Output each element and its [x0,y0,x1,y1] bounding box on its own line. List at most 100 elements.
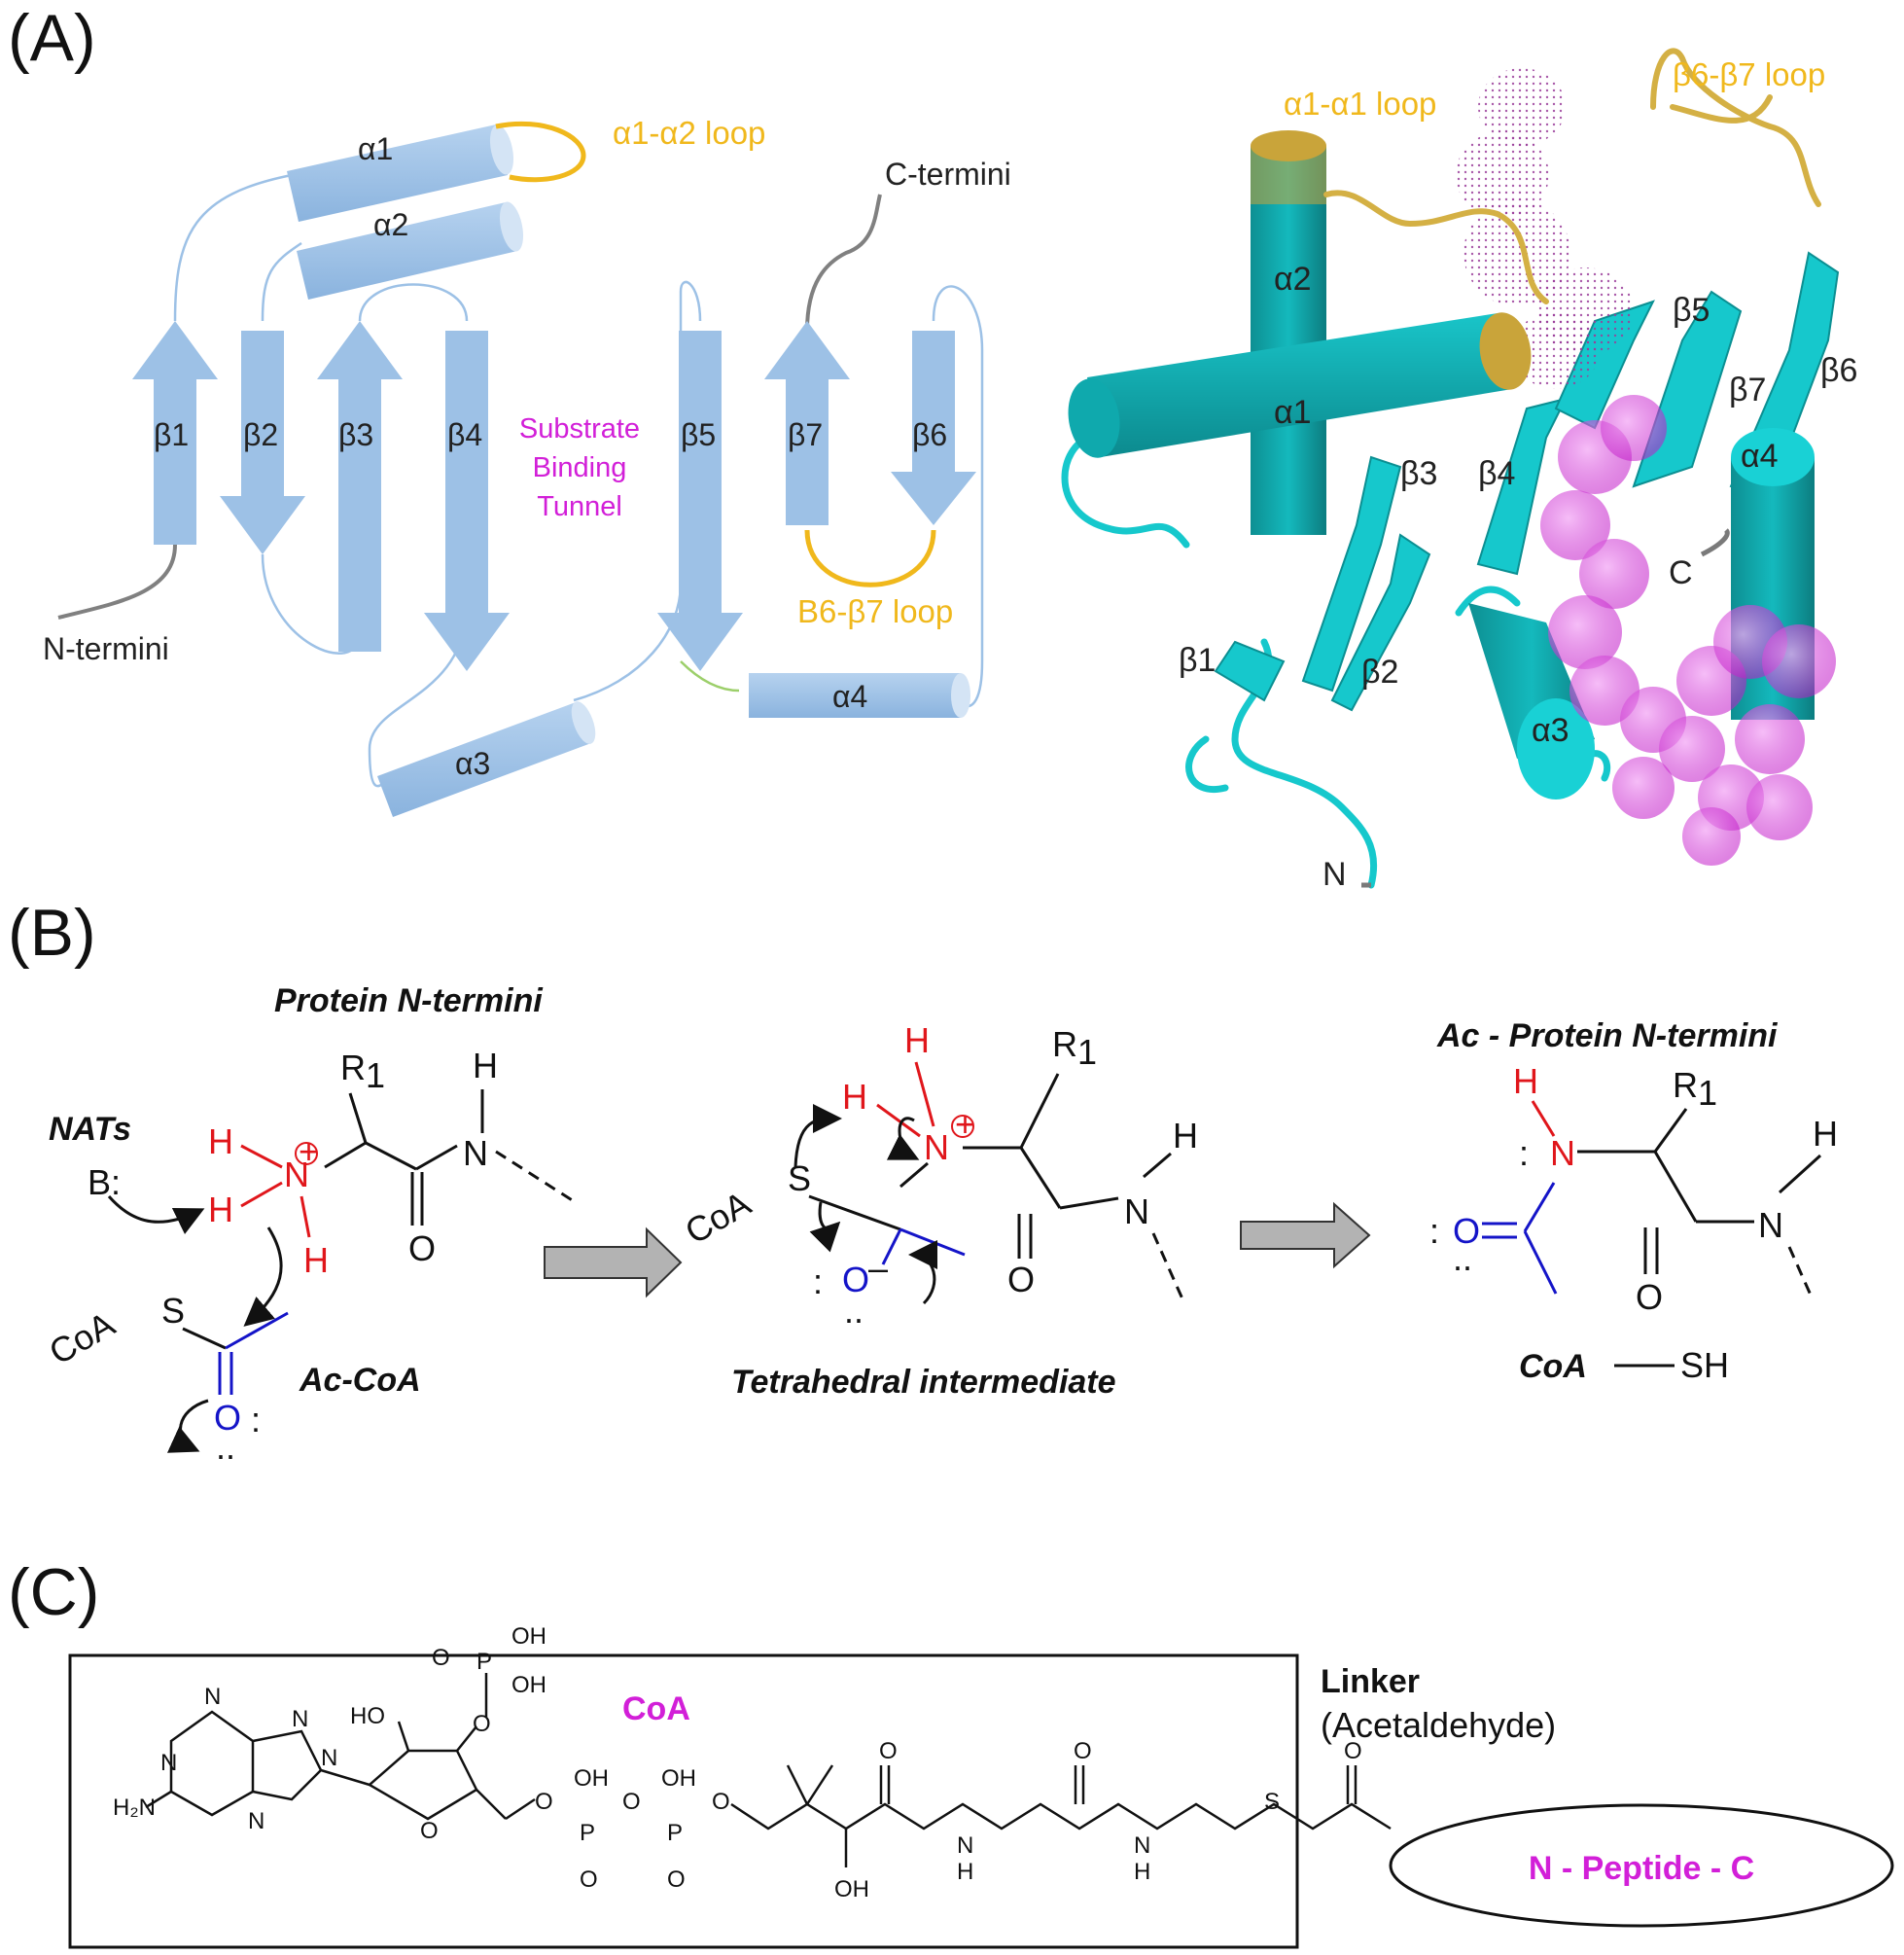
atom-coa-left: CoA [43,1303,122,1372]
helix-a4: α4 [749,673,970,718]
atom-r1: R [340,1048,366,1087]
atom-n-ac-amide: N [1758,1205,1783,1245]
c-atom-n4: N [248,1808,264,1834]
panel-label-a: (A) [8,1,96,75]
atom-s-tet: S [788,1158,811,1198]
protein-structure-cartoon: α1-α1 loop β6-β7 loop α2 α1 β3 β4 β5 β7 … [1061,48,1857,893]
c-atom-o-ribose-p: O [473,1711,491,1737]
atom-h-tet-2: H [842,1077,867,1117]
c-atom-o-p2: O [667,1866,686,1893]
atom-h-ac: H [1513,1061,1538,1101]
label-ac-coa: Ac-CoA [299,1362,421,1399]
atom-o-tet-amide: O [1007,1260,1035,1299]
c-atom-n-amide2: N [1134,1832,1150,1859]
strand-b6 [891,331,976,525]
coa-box [68,1653,1299,1949]
svg-text:+: + [299,1131,319,1171]
helix-a2: α2 [297,201,524,300]
atom-s-left: S [161,1291,185,1331]
c-atom-oh-pant: OH [834,1876,869,1902]
cartoon-helix-a1 [1068,312,1532,458]
helix-a3: α3 [377,701,596,817]
svg-text:..: .. [1453,1238,1472,1278]
struct-label-b6: β6 [1820,352,1857,389]
strand-b5 [657,331,743,671]
c-atom-oh-p1: OH [574,1765,609,1792]
c-atom-p3: P [476,1649,492,1675]
tunnel-label-3: Tunnel [537,491,622,522]
svg-text:+: + [955,1104,975,1144]
svg-text::: : [1519,1133,1529,1173]
atom-h-tet-amide: H [1173,1116,1198,1155]
c-atom-oh-p2: OH [661,1765,696,1792]
atom-n-tet: N [924,1127,949,1167]
label-peptide: N - Peptide - C [1529,1850,1754,1887]
label-loop-b6-b7-structure: β6-β7 loop [1673,56,1825,92]
label-protein-n-termini: Protein N-termini [274,982,544,1019]
topology-diagram: α1 α2 α1-α2 loop α3 α4 β1 [43,115,1011,817]
sheet-b4 [1476,397,1568,576]
peptide-ellipse [1389,1803,1894,1928]
atom-r1-tet: R [1052,1024,1077,1064]
atom-coa-tet: CoA [679,1183,758,1252]
svg-text::: : [1429,1211,1439,1251]
struct-label-b2: β2 [1361,654,1398,691]
tunnel-label-2: Binding [533,452,627,483]
struct-label-b1: β1 [1179,642,1216,679]
struct-label-a1: α1 [1274,394,1312,431]
label-a4: α4 [832,679,867,714]
struct-label-b3: β3 [1400,455,1437,492]
atom-n-tet-amide: N [1124,1191,1149,1231]
c-atom-n-amide1: N [957,1832,973,1859]
c-atom-o-p3: O [432,1645,450,1671]
svg-text:..: .. [844,1291,864,1331]
struct-label-b5: β5 [1673,292,1710,329]
c-atom-o-amide2: O [1074,1738,1092,1764]
atom-o-blue-ac: O [1453,1211,1480,1251]
label-loop-a1-a2: α1-α2 loop [613,115,765,151]
sheet-b2 [1330,533,1431,712]
label-loop-b6-b7: B6-β7 loop [797,593,953,629]
svg-text:..: .. [216,1427,235,1467]
struct-label-c: C [1669,554,1693,591]
atom-o-blue-left: O [214,1398,241,1438]
strand-b1 [132,321,218,545]
atom-o-neg: – [868,1248,888,1288]
label-b3: β3 [338,417,373,452]
label-loop-a1-a1: α1-α1 loop [1284,86,1436,122]
substrate-dot-surface [1456,68,1634,389]
strand-b3 [317,321,403,652]
atom-h-ac-amide: H [1813,1114,1838,1154]
atom-o-amide: O [408,1228,436,1268]
atom-h-amide: H [473,1046,498,1085]
c-atom-p2: P [667,1820,683,1846]
cartoon-helix-a2 [1251,130,1326,535]
c-atom-h-amide1: H [957,1859,973,1885]
label-nats: NATs [49,1111,131,1148]
label-b1: β1 [154,417,189,452]
coa-spheres [1540,395,1836,866]
label-b7: β7 [788,417,823,452]
atom-r1-sub-ac: 1 [1698,1073,1717,1113]
atom-h-red-1: H [208,1121,233,1161]
c-atom-oh-p3b: OH [511,1672,547,1698]
gold-loops [1323,48,1821,304]
c-atom-n3: N [160,1750,177,1776]
struct-label-a2: α2 [1274,261,1312,298]
label-linker: Linker [1321,1663,1420,1700]
sheet-b1 [1214,640,1286,702]
loop-a1-a2 [495,121,586,183]
label-coa-box: CoA [622,1690,690,1727]
struct-label-a3: α3 [1532,712,1569,749]
strand-b2 [220,331,305,554]
c-atom-o-bridge: O [622,1789,641,1815]
strand-b7 [764,321,850,525]
c-atom-o-amide1: O [879,1738,898,1764]
sheet-b3 [1301,455,1402,693]
struct-label-b4: β4 [1478,455,1515,492]
label-b6: β6 [912,417,947,452]
label-coa-product: CoA [1519,1348,1587,1385]
label-a1: α1 [358,131,393,166]
panel-label-b: (B) [8,896,96,970]
